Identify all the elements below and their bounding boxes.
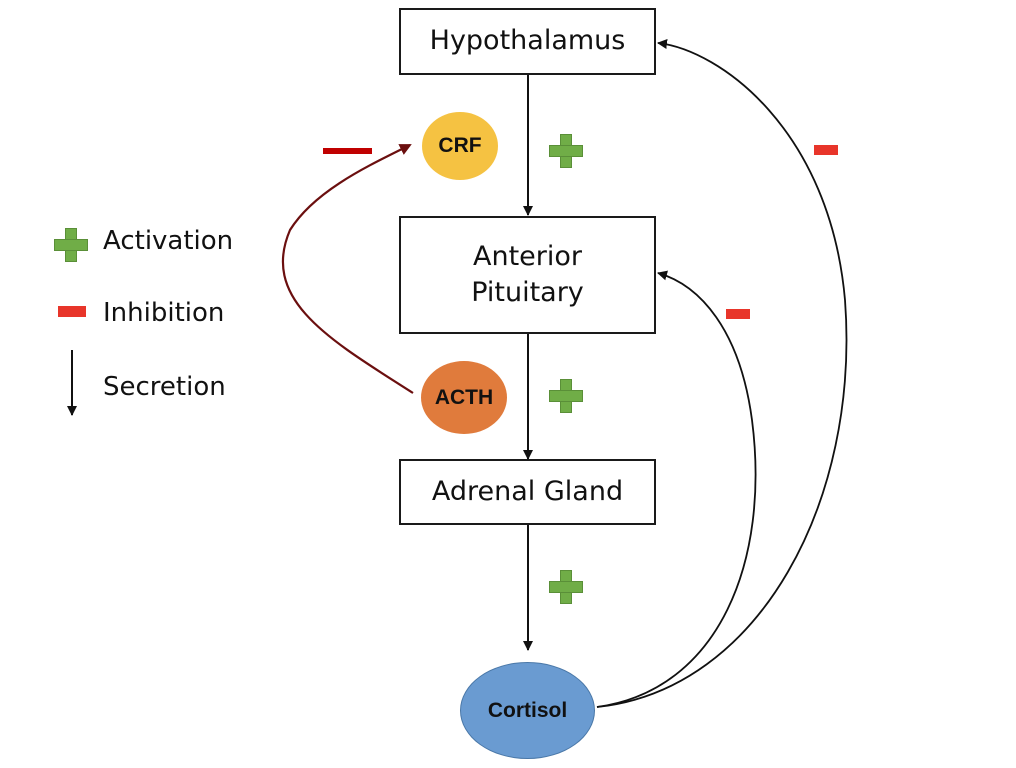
activation-plus-icon	[549, 379, 583, 413]
inhibition-minus-icon	[814, 145, 838, 155]
legend-activation-label: Activation	[103, 226, 234, 256]
node-pituitary-label-line1: Anterior	[472, 240, 582, 272]
hormone-acth-label: ACTH	[434, 385, 494, 409]
inhibition-minus-icon	[726, 309, 750, 319]
node-hypothalamus: Hypothalamus	[399, 8, 656, 75]
legend-secretion-label: Secretion	[103, 372, 226, 402]
node-pituitary-label-line2: Pituitary	[471, 277, 584, 308]
legend-activation-icon	[54, 228, 88, 262]
legend-inhibition-icon	[58, 306, 86, 317]
node-adrenal-label: Adrenal Gland	[431, 475, 624, 507]
hormone-crf-label: CRF	[438, 134, 482, 157]
hormone-crf: CRF	[422, 112, 498, 180]
feedback-cortisol-to-hypothalamus	[596, 39, 848, 708]
node-adrenal-gland: Adrenal Gland	[399, 459, 656, 525]
hormone-acth: ACTH	[421, 361, 507, 434]
feedback-cortisol-to-pituitary	[596, 270, 757, 708]
activation-plus-icon	[549, 570, 583, 604]
activation-plus-icon	[549, 134, 583, 168]
hormone-cortisol: Cortisol	[460, 662, 595, 759]
node-anterior-pituitary: Anterior Pituitary	[399, 216, 656, 334]
feedback-acth-to-crf	[281, 144, 414, 394]
hormone-cortisol-label: Cortisol	[487, 698, 568, 722]
legend-inhibition-label: Inhibition	[103, 298, 225, 328]
acth-inhibition-minus-icon	[323, 148, 372, 154]
node-hypothalamus-label: Hypothalamus	[429, 25, 626, 57]
